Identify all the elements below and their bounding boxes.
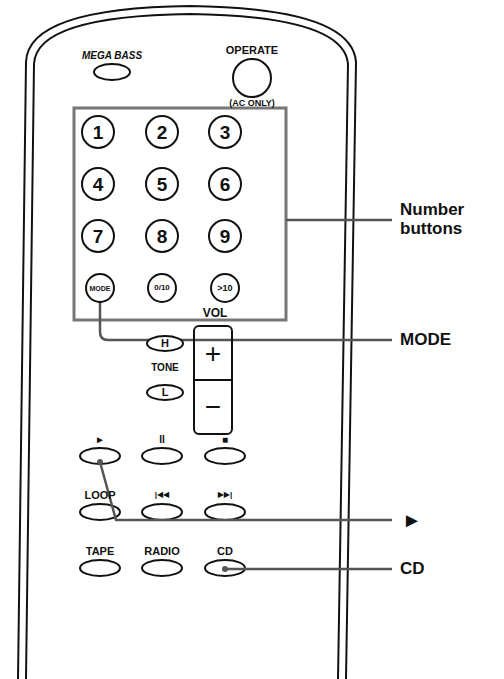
round-button: 6 [208,167,242,201]
leader-line [225,568,392,571]
button-label: |◀◀ [155,491,170,500]
button-text: − [205,393,221,421]
button-label: RADIO [144,545,179,557]
round-button: 5 [145,167,179,201]
button-label: MEGA BASS [82,50,142,61]
button-text: 6 [220,175,231,194]
button-text: 2 [157,123,168,142]
oval-button [94,64,130,80]
round-button: 4 [81,167,115,201]
round-button: 1 [81,115,115,149]
button-text: 1 [93,123,104,142]
button-label: TAPE [86,545,115,557]
callout-label: CD [400,560,425,579]
leader-line [100,462,392,520]
button-label: ▶▶| [218,491,233,500]
oval-button [142,448,182,464]
callout-label: Number buttons [400,201,496,238]
remote-outline [18,6,356,679]
round-button: 8 [145,219,179,253]
button-label: ■ [222,434,228,445]
button-label: II [159,434,165,445]
button-text: MODE [90,285,111,292]
oval-button [80,448,120,464]
leader-line [286,219,392,222]
oval-button [142,560,182,576]
tone-button: L [146,384,184,401]
button-label: TONE [151,362,179,373]
oval-button [80,560,120,576]
button-text: 0/10 [154,284,170,292]
round-button: 2 [145,115,179,149]
oval-button [205,448,245,464]
button-label: OPERATE [226,44,278,56]
button-label: CD [217,545,233,557]
button-label: LOOP [84,489,115,501]
round-button: MODE [85,273,115,303]
remote-inner-outline [26,14,348,679]
button-text: L [162,387,169,398]
round-button: >10 [210,273,240,303]
button-text: 4 [93,175,104,194]
button-text: 3 [220,123,231,142]
oval-button [205,504,245,520]
volume-rocker: +− [193,325,233,435]
button-text: 9 [220,227,231,246]
callout-label: ► [402,509,422,531]
callout-label: MODE [400,331,451,350]
operate-button [233,59,271,97]
leader-dot [222,566,228,572]
button-text: 5 [157,175,168,194]
tone-button: H [146,335,184,352]
round-button: 0/10 [147,273,177,303]
leader-dot [97,459,103,465]
button-text: 7 [93,227,104,246]
round-button: 3 [208,115,242,149]
rocker-divider [195,379,232,381]
round-button: 7 [81,219,115,253]
button-label: VOL [203,307,228,320]
number-group-frame [74,108,286,320]
button-label: ► [95,434,105,445]
button-text: 8 [157,227,168,246]
button-text: >10 [217,284,232,293]
button-label: (AC ONLY) [229,99,275,109]
button-text: H [161,338,169,349]
leader-line [100,300,392,340]
oval-button [142,504,182,520]
button-text: + [205,340,221,368]
round-button: 9 [208,219,242,253]
